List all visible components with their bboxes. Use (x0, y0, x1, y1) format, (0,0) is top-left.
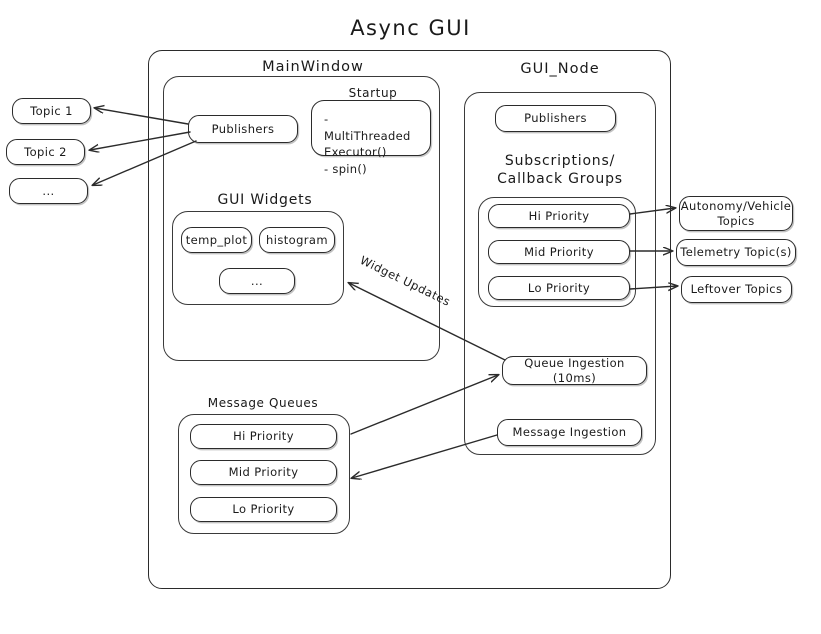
right-topic-leftover[interactable]: Leftover Topics (681, 276, 792, 303)
subscription-mid-priority[interactable]: Mid Priority (488, 240, 630, 264)
gui-node-frame (464, 92, 656, 455)
mainwindow-publishers-box[interactable]: Publishers (188, 115, 298, 143)
widget-more[interactable]: ... (219, 268, 295, 294)
page-title: Async GUI (350, 16, 471, 40)
left-topic-2[interactable]: Topic 2 (6, 139, 85, 165)
gui-widgets-label: GUI Widgets (217, 192, 313, 208)
left-topic-1[interactable]: Topic 1 (12, 98, 91, 124)
message-ingestion-box[interactable]: Message Ingestion (497, 419, 642, 446)
gui-node-publishers-box[interactable]: Publishers (495, 105, 616, 132)
queue-ingestion-box[interactable]: Queue Ingestion (10ms) (502, 356, 647, 385)
queue-hi-priority[interactable]: Hi Priority (190, 424, 337, 449)
widget-temp-plot[interactable]: temp_plot (181, 227, 252, 253)
gui-node-label: GUI_Node (520, 61, 600, 77)
message-queues-frame (178, 414, 350, 534)
left-topic-more[interactable]: ... (9, 178, 88, 204)
callback-groups-frame (478, 197, 636, 307)
subscriptions-label: Subscriptions/ Callback Groups (497, 153, 623, 188)
mainwindow-frame (163, 76, 440, 361)
async-gui-frame (148, 50, 671, 589)
right-topic-telemetry[interactable]: Telemetry Topic(s) (676, 239, 796, 266)
message-queues-label: Message Queues (207, 396, 319, 410)
queue-lo-priority[interactable]: Lo Priority (190, 497, 337, 522)
startup-box: - MultiThreaded Executor() - spin() (311, 100, 431, 176)
subscription-lo-priority[interactable]: Lo Priority (488, 276, 630, 300)
startup-label: Startup (348, 86, 398, 100)
widget-histogram[interactable]: histogram (259, 227, 335, 253)
mainwindow-label: MainWindow (262, 59, 364, 75)
subscription-hi-priority[interactable]: Hi Priority (488, 204, 630, 228)
queue-mid-priority[interactable]: Mid Priority (190, 460, 337, 485)
right-topic-autonomy[interactable]: Autonomy/Vehicle Topics (679, 196, 793, 231)
gui-widgets-frame (172, 211, 344, 305)
